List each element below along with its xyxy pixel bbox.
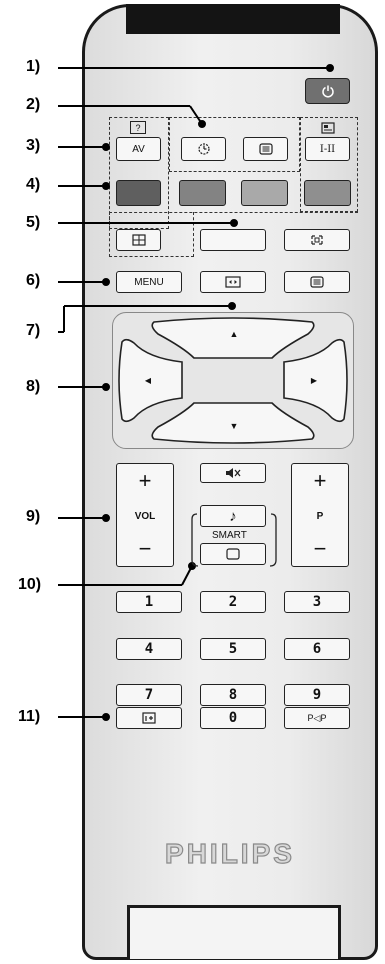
blue-button[interactable] <box>304 180 351 206</box>
volume-up-icon: + <box>138 468 152 493</box>
program-label: P <box>316 511 324 522</box>
digit-8-button[interactable]: 8 <box>200 684 266 706</box>
up-arrow-icon: ▲ <box>229 329 239 339</box>
blank-button[interactable] <box>200 229 266 251</box>
digit-label: 3 <box>312 594 322 610</box>
digit-2-button[interactable]: 2 <box>200 591 266 613</box>
battery-cover <box>127 905 341 959</box>
smart-sound-button[interactable]: ♪ <box>200 505 266 527</box>
digit-label: 8 <box>228 687 238 703</box>
digit-label: 2 <box>228 594 238 610</box>
red-button[interactable] <box>116 180 161 206</box>
menu-label: MENU <box>134 276 164 288</box>
digit-label: 0 <box>228 710 238 726</box>
digit-label: 5 <box>228 641 238 657</box>
power-button[interactable] <box>305 78 350 104</box>
callout-7: 7) <box>26 322 41 339</box>
callout-5: 5) <box>26 214 41 231</box>
digit-9-button[interactable]: 9 <box>284 684 350 706</box>
right-key <box>283 338 348 423</box>
callout-6: 6) <box>26 272 41 289</box>
subtitle-icon <box>319 121 337 134</box>
reveal-button[interactable] <box>284 229 350 251</box>
info-icon <box>142 712 156 724</box>
group-box-clock <box>169 117 300 172</box>
picture-icon <box>226 548 240 560</box>
callout-8: 8) <box>26 378 41 395</box>
av-label: AV <box>132 143 145 155</box>
program-rocker[interactable]: + P − <box>291 463 349 567</box>
group-box-teletext <box>109 212 358 229</box>
teletext-icon <box>310 276 324 288</box>
digit-4-button[interactable]: 4 <box>116 638 182 660</box>
dual-label: I-II <box>319 143 336 155</box>
brand-logo: PHILIPS <box>164 837 295 869</box>
av-button[interactable]: AV <box>116 137 161 161</box>
program-up-icon: + <box>313 468 327 493</box>
digit-3-button[interactable]: 3 <box>284 591 350 613</box>
teletext-mix-button[interactable] <box>116 229 161 251</box>
ir-window <box>126 4 340 34</box>
clock-icon <box>197 143 210 155</box>
previous-program-button[interactable]: P◁P <box>284 707 350 729</box>
digit-label: 7 <box>144 687 154 703</box>
left-key <box>118 338 183 423</box>
callout-1: 1) <box>26 58 41 75</box>
left-arrow-icon: ◀ <box>144 375 152 385</box>
callout-9: 9) <box>26 508 41 525</box>
group-box-av <box>109 117 169 229</box>
format-button[interactable] <box>200 271 266 293</box>
callout-2: 2) <box>26 96 41 113</box>
down-arrow-icon: ▼ <box>229 421 239 431</box>
callout-3: 3) <box>26 137 41 154</box>
smart-picture-button[interactable] <box>200 543 266 565</box>
menu-button[interactable]: MENU <box>116 271 182 293</box>
sleep-timer-button[interactable] <box>181 137 226 161</box>
program-down-icon: − <box>313 536 327 561</box>
digit-label: 4 <box>144 641 154 657</box>
dual-sound-button[interactable]: I-II <box>305 137 350 161</box>
mute-button[interactable] <box>200 463 266 483</box>
callout-10: 10) <box>18 576 42 593</box>
teletext-button[interactable] <box>284 271 350 293</box>
group-box-lower <box>109 212 194 257</box>
digit-label: 6 <box>312 641 322 657</box>
digit-label: 1 <box>144 594 154 610</box>
right-arrow-icon: ▶ <box>310 375 318 385</box>
green-button[interactable] <box>179 180 226 206</box>
screen-format-icon <box>225 276 241 288</box>
callout-4: 4) <box>26 176 41 193</box>
yellow-button[interactable] <box>241 180 288 206</box>
power-icon <box>321 85 334 98</box>
smart-bracket <box>191 513 277 567</box>
mute-icon <box>226 468 241 478</box>
digit-5-button[interactable]: 5 <box>200 638 266 660</box>
callout-11: 11) <box>18 708 41 725</box>
mix-icon <box>131 234 146 246</box>
digit-label: 9 <box>312 687 322 703</box>
digit-6-button[interactable]: 6 <box>284 638 350 660</box>
volume-rocker[interactable]: + VOL − <box>116 463 174 567</box>
note-icon: ♪ <box>229 507 237 525</box>
volume-down-icon: − <box>138 536 152 561</box>
down-key <box>151 402 315 444</box>
pp-label: P◁P <box>307 712 327 723</box>
digit-0-button[interactable]: 0 <box>200 707 266 729</box>
group-box-dual <box>300 117 358 212</box>
expand-icon <box>311 235 323 245</box>
digit-7-button[interactable]: 7 <box>116 684 182 706</box>
smart-label: SMART <box>212 530 247 541</box>
navigation-keys <box>118 317 348 444</box>
vol-label: VOL <box>134 511 156 522</box>
info-button[interactable] <box>116 707 182 729</box>
list-icon <box>258 143 273 155</box>
digit-1-button[interactable]: 1 <box>116 591 182 613</box>
help-icon: ? <box>130 121 146 134</box>
up-key <box>151 317 315 359</box>
teletext-list-button[interactable] <box>243 137 288 161</box>
